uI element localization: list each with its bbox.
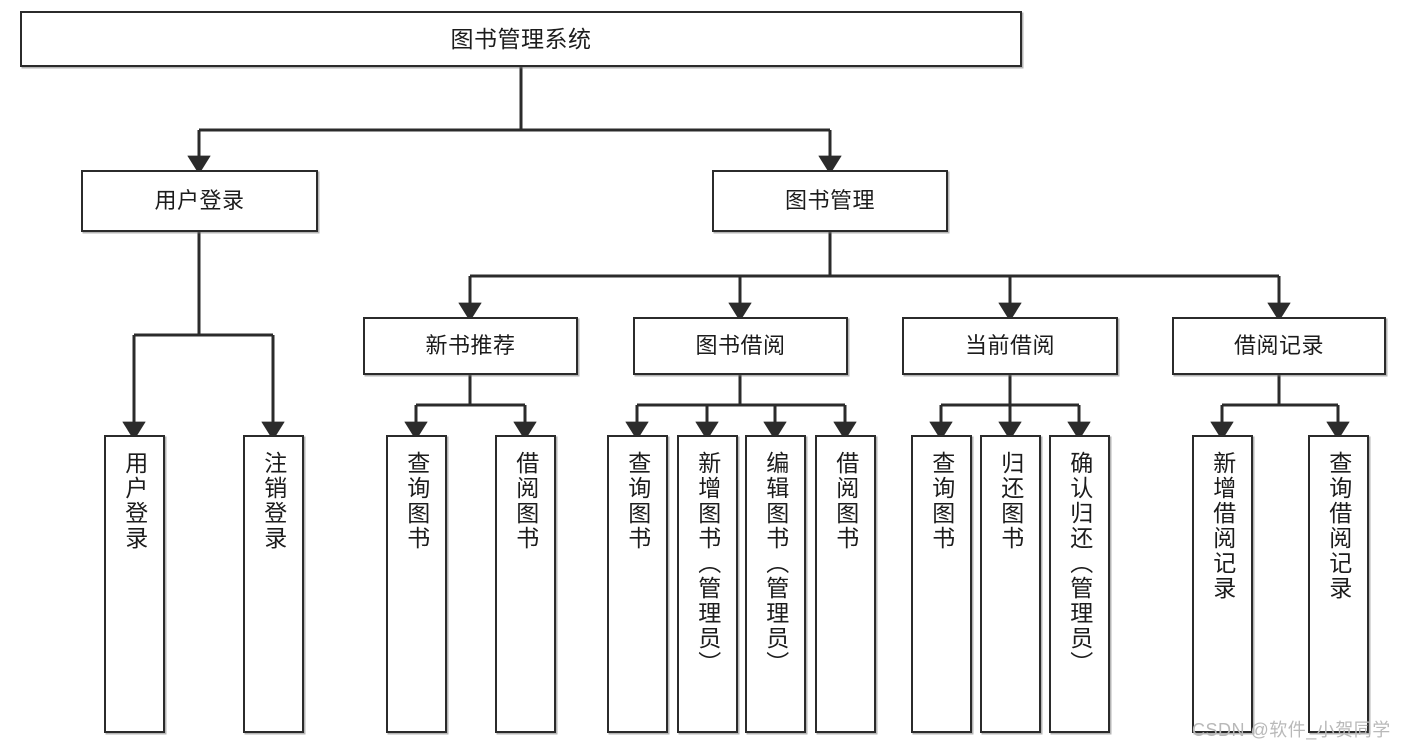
node-label: 注销登录 <box>260 451 287 551</box>
node-user-login[interactable]: 用户登录 <box>81 170 318 232</box>
leaf-record-add-record[interactable]: 新增借阅记录 <box>1192 435 1253 733</box>
node-label: 确认归还（管理员） <box>1066 451 1093 676</box>
leaf-record-query-record[interactable]: 查询借阅记录 <box>1308 435 1369 733</box>
node-book-borrowing[interactable]: 图书借阅 <box>633 317 848 375</box>
leaf-current-confirm-return-admin[interactable]: 确认归还（管理员） <box>1049 435 1110 733</box>
leaf-user-login-logout[interactable]: 注销登录 <box>243 435 304 733</box>
node-label: 借阅图书 <box>832 451 859 551</box>
node-label: 新增借阅记录 <box>1209 451 1236 601</box>
node-label: 借阅记录 <box>1233 333 1324 359</box>
node-label: 编辑图书（管理员） <box>762 451 789 676</box>
node-label: 借阅图书 <box>512 451 539 551</box>
node-borrowing-record[interactable]: 借阅记录 <box>1172 317 1386 375</box>
leaf-borrow-edit-book-admin[interactable]: 编辑图书（管理员） <box>745 435 806 733</box>
leaf-current-return-book[interactable]: 归还图书 <box>980 435 1041 733</box>
leaf-new-book-borrow-book[interactable]: 借阅图书 <box>495 435 556 733</box>
node-label: 查询图书 <box>403 451 430 551</box>
node-label: 归还图书 <box>997 451 1024 551</box>
leaf-user-login-login[interactable]: 用户登录 <box>104 435 165 733</box>
node-label: 当前借阅 <box>964 333 1055 359</box>
node-label: 查询图书 <box>624 451 651 551</box>
node-root-book-management-system[interactable]: 图书管理系统 <box>20 11 1022 67</box>
node-label: 图书管理系统 <box>450 25 592 52</box>
node-label: 查询借阅记录 <box>1325 451 1352 601</box>
node-label: 图书借阅 <box>695 333 786 359</box>
leaf-borrow-query-book[interactable]: 查询图书 <box>607 435 668 733</box>
node-new-book-recommendation[interactable]: 新书推荐 <box>363 317 578 375</box>
node-label: 图书管理 <box>784 188 875 214</box>
node-current-borrowing[interactable]: 当前借阅 <box>902 317 1118 375</box>
node-label: 新增图书（管理员） <box>694 451 721 676</box>
leaf-current-query-book[interactable]: 查询图书 <box>911 435 972 733</box>
leaf-borrow-borrow-book[interactable]: 借阅图书 <box>815 435 876 733</box>
node-book-management[interactable]: 图书管理 <box>712 170 948 232</box>
node-label: 新书推荐 <box>425 333 516 359</box>
leaf-borrow-add-book-admin[interactable]: 新增图书（管理员） <box>677 435 738 733</box>
node-label: 用户登录 <box>121 451 148 551</box>
leaf-new-book-query-book[interactable]: 查询图书 <box>386 435 447 733</box>
node-label: 查询图书 <box>928 451 955 551</box>
node-label: 用户登录 <box>154 188 245 214</box>
